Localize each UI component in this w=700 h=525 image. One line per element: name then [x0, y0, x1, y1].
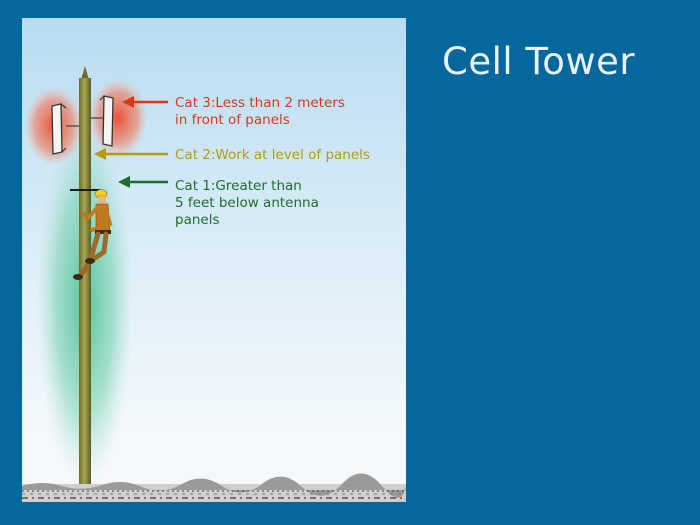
arrow-cat2 [94, 148, 168, 160]
cell-tower-illustration: Cat 3:Less than 2 meters in front of pan… [22, 18, 406, 502]
antenna-panel-right [91, 95, 114, 147]
cat3-label: Cat 3:Less than 2 meters in front of pan… [175, 95, 345, 129]
cat1-line1: Cat 1:Greater than [175, 178, 302, 194]
antenna-panel-left [51, 103, 79, 155]
tower-pole [79, 66, 91, 490]
cat1-label: Cat 1:Greater than 5 feet below antenna … [175, 178, 319, 229]
slide-title: Cell Tower [442, 40, 636, 83]
arrow-cat3 [122, 96, 168, 108]
cat3-line2: in front of panels [175, 112, 290, 128]
cat1-line2: 5 feet below antenna [175, 195, 319, 211]
cat3-line1: Cat 3:Less than 2 meters [175, 95, 345, 111]
ground [22, 473, 406, 502]
arrow-cat1 [118, 176, 168, 188]
worker-climbing [73, 189, 113, 280]
cat1-line3: panels [175, 212, 220, 228]
tower-diagram [22, 66, 406, 502]
cat2-label: Cat 2:Work at level of panels [175, 147, 370, 164]
cat2-line1: Cat 2:Work at level of panels [175, 147, 370, 163]
